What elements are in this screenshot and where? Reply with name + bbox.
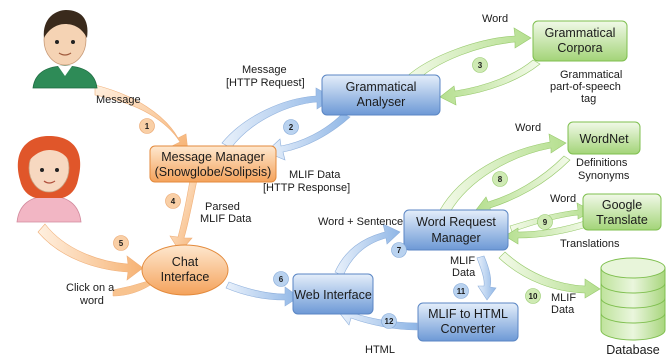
web-interface-label: Web Interface (294, 288, 372, 302)
edge-label-parsed-line1: Parsed (205, 201, 240, 213)
database-label: Database (606, 343, 660, 357)
word-request-manager-label-line2: Manager (431, 231, 480, 245)
edge-label-http-request-line1: Message (242, 64, 287, 76)
edge-label-pos-tag-line3: tag (581, 93, 596, 105)
step-badge-3: 3 (472, 57, 488, 73)
mlif-html-converter-box[interactable]: MLIF to HTML Converter (417, 302, 519, 342)
step-badge-8: 8 (492, 171, 508, 187)
word-request-manager-label-line1: Word Request (416, 215, 496, 229)
svg-text:2: 2 (289, 123, 294, 132)
google-translate-box[interactable]: Google Translate (582, 193, 662, 231)
google-translate-label-line1: Google (602, 198, 642, 212)
arrow-definitions (475, 155, 571, 216)
edge-label-translations: Translations (560, 238, 620, 250)
step-badge-6: 6 (273, 271, 289, 287)
svg-text:12: 12 (385, 317, 394, 326)
google-translate-label-line2: Translate (596, 213, 648, 227)
edge-label-word-translate: Word (550, 193, 576, 205)
edge-label-http-request-line2: [HTTP Request] (226, 77, 305, 89)
svg-text:9: 9 (543, 218, 548, 227)
edge-label-click-line2: word (79, 295, 104, 307)
web-interface-box[interactable]: Web Interface (292, 273, 374, 315)
female-avatar-icon (16, 136, 82, 223)
arrow-chat-to-web (225, 281, 300, 307)
edge-label-parsed-line2: MLIF Data (200, 213, 252, 225)
svg-text:4: 4 (171, 197, 176, 206)
arrow-word-sentence (334, 223, 401, 277)
edge-label-word-corpora: Word (482, 13, 508, 25)
svg-text:7: 7 (397, 246, 402, 255)
svg-text:6: 6 (279, 275, 284, 284)
chat-interface-label-line2: Interface (161, 270, 210, 284)
edge-label-click-line1: Click on a (66, 282, 115, 294)
step-badge-9: 9 (537, 214, 553, 230)
svg-text:3: 3 (478, 61, 483, 70)
edge-label-pos-tag-line2: part-of-speech (550, 81, 621, 93)
arrow-word-to-corpora (404, 27, 532, 85)
grammatical-corpora-label-line2: Corpora (557, 41, 602, 55)
grammatical-analyser-label-line1: Grammatical (346, 80, 417, 94)
svg-text:5: 5 (119, 239, 124, 248)
edge-label-html: HTML (365, 344, 395, 356)
edge-label-message: Message (96, 94, 141, 106)
svg-text:10: 10 (529, 292, 538, 301)
edge-label-pos-tag-line1: Grammatical (560, 69, 622, 81)
grammatical-analyser-label-line2: Analyser (357, 95, 406, 109)
mlif-converter-label-line2: Converter (441, 322, 496, 336)
arrow-word-to-wordnet (439, 133, 567, 213)
svg-text:1: 1 (145, 122, 150, 131)
grammatical-analyser-box[interactable]: Grammatical Analyser (321, 74, 441, 116)
chat-interface-box[interactable]: Chat Interface (141, 244, 229, 296)
step-badge-10: 10 (525, 288, 541, 304)
wordnet-label: WordNet (579, 132, 629, 146)
step-badge-5: 5 (113, 235, 129, 251)
edge-label-mlif-data-convert-line2: Data (452, 267, 476, 279)
edge-label-mlif-data-db-line2: Data (551, 304, 575, 316)
arrow-click-on-word (37, 223, 144, 281)
grammatical-corpora-box[interactable]: Grammatical Corpora (532, 20, 628, 62)
edge-label-definitions-line2: Synonyms (578, 170, 630, 182)
arrow-pos-tag (439, 59, 541, 106)
message-manager-label-line2: (Snowglobe/Solipsis) (155, 165, 272, 179)
message-manager-label-line1: Message Manager (161, 150, 265, 164)
svg-text:8: 8 (498, 175, 503, 184)
wordnet-box[interactable]: WordNet (567, 121, 641, 155)
arrow-chat-to-user (112, 280, 153, 297)
word-request-manager-box[interactable]: Word Request Manager (403, 209, 509, 251)
arrow-translations (504, 219, 591, 245)
edge-label-mlif-response-line2: [HTTP Response] (263, 182, 350, 194)
svg-text:11: 11 (457, 287, 466, 296)
chat-interface-label-line1: Chat (172, 255, 199, 269)
step-badge-12: 12 (381, 313, 397, 329)
edge-label-mlif-data-convert-line1: MLIF (450, 255, 475, 267)
mlif-converter-label-line1: MLIF to HTML (428, 307, 508, 321)
message-manager-box[interactable]: Message Manager (Snowglobe/Solipsis) (149, 145, 277, 183)
arrow-http-response (265, 113, 351, 161)
step-badge-11: 11 (453, 283, 469, 299)
step-badge-7: 7 (391, 242, 407, 258)
step-badge-4: 4 (165, 193, 181, 209)
edge-label-mlif-data-db-line1: MLIF (551, 292, 576, 304)
edge-label-definitions-line1: Definitions (576, 157, 628, 169)
edge-label-mlif-response-line1: MLIF Data (289, 169, 341, 181)
arrow-mlif-to-database (498, 251, 601, 299)
grammatical-corpora-label-line1: Grammatical (545, 26, 616, 40)
arrow-parsed-mlif (169, 179, 198, 253)
database-cylinder-icon[interactable]: Database (600, 257, 666, 357)
edge-label-word-wordnet: Word (515, 122, 541, 134)
edge-label-word-sentence: Word + Sentence (318, 216, 403, 228)
step-badge-1: 1 (139, 118, 155, 134)
male-avatar-icon (32, 10, 98, 89)
step-badge-2: 2 (283, 119, 299, 135)
arrow-mlif-to-converter (476, 255, 497, 301)
